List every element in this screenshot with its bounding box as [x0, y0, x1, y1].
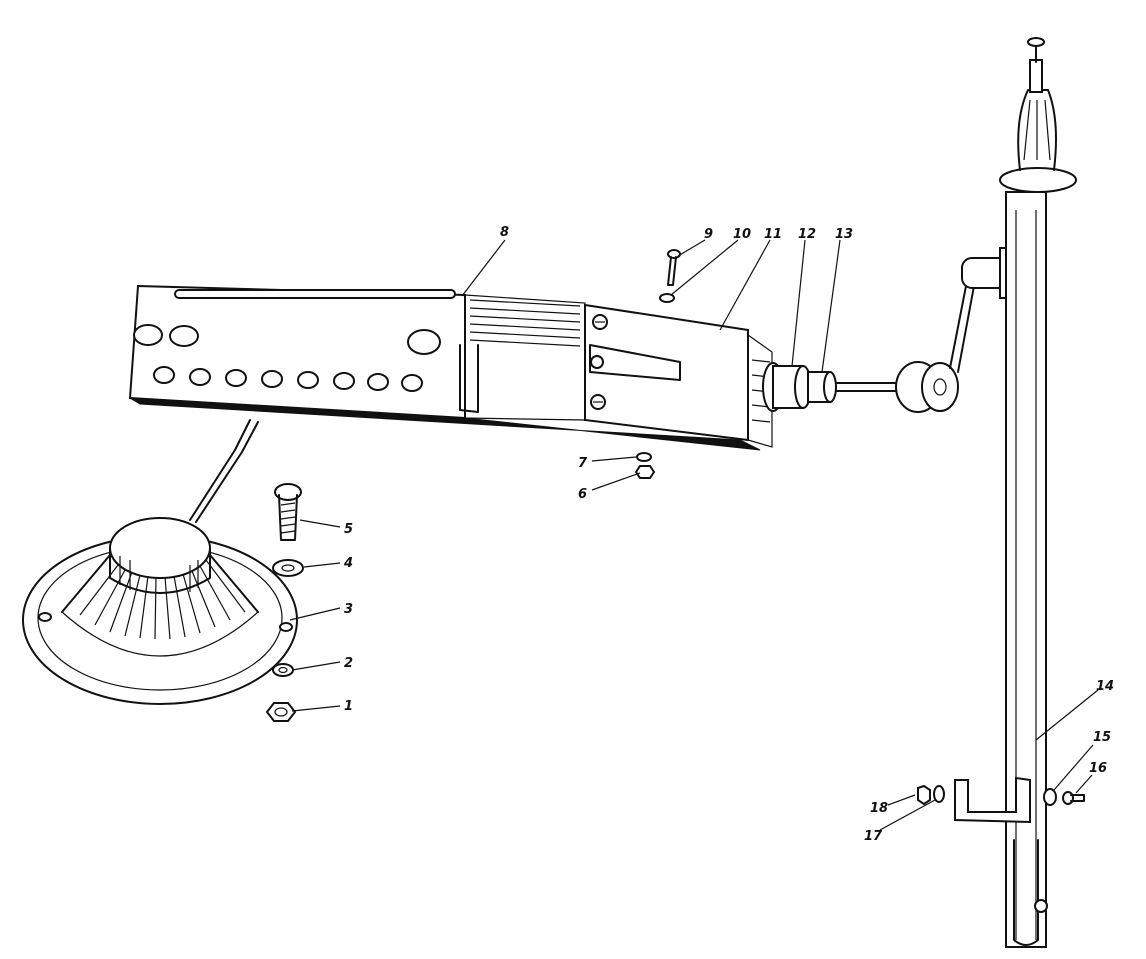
callout-labels: 1 2 3 4 5 6 7 8 9 10 11 12 13 14 15 16 1… — [343, 225, 1114, 844]
callout-4: 4 — [343, 556, 353, 571]
screw-part-16 — [1062, 791, 1085, 805]
callout-6: 6 — [578, 487, 587, 502]
nut-part-6 — [634, 465, 656, 479]
callout-8: 8 — [500, 225, 509, 240]
callout-11: 11 — [764, 227, 782, 242]
callout-1: 1 — [344, 699, 353, 714]
washer-part-17 — [933, 785, 945, 803]
base-hood-part — [22, 419, 298, 705]
coupling-part-12 — [762, 362, 812, 412]
callout-12: 12 — [798, 227, 816, 242]
slide-carriage-part-8 — [128, 284, 761, 451]
crank-arm — [895, 247, 1023, 413]
leader-lines — [289, 239, 1099, 831]
bolt-part-5 — [274, 483, 302, 541]
callout-18: 18 — [870, 801, 888, 816]
washer-part-10 — [659, 293, 675, 303]
nut-part-18 — [917, 784, 931, 806]
washer-part-2 — [272, 663, 294, 677]
washer-part-4 — [272, 559, 304, 577]
callout-7: 7 — [578, 456, 588, 471]
callout-9: 9 — [704, 227, 713, 242]
spindle-rod-part-14 — [999, 37, 1077, 948]
callout-16: 16 — [1089, 761, 1107, 776]
callout-2: 2 — [344, 656, 353, 671]
callout-15: 15 — [1093, 730, 1111, 745]
callout-17: 17 — [864, 829, 883, 844]
callout-5: 5 — [344, 522, 353, 537]
coupling-part-13 — [807, 371, 901, 403]
plate-part-11 — [584, 303, 773, 448]
callout-10: 10 — [733, 227, 751, 242]
washer-part-15 — [1043, 788, 1057, 806]
screw-part-9 — [667, 249, 681, 286]
callout-13: 13 — [835, 227, 853, 242]
clamp-bracket — [954, 776, 1031, 824]
hex-nut-part-1 — [265, 702, 297, 722]
callout-14: 14 — [1096, 679, 1114, 694]
washer-part-7 — [636, 452, 652, 462]
callout-3: 3 — [344, 602, 353, 617]
